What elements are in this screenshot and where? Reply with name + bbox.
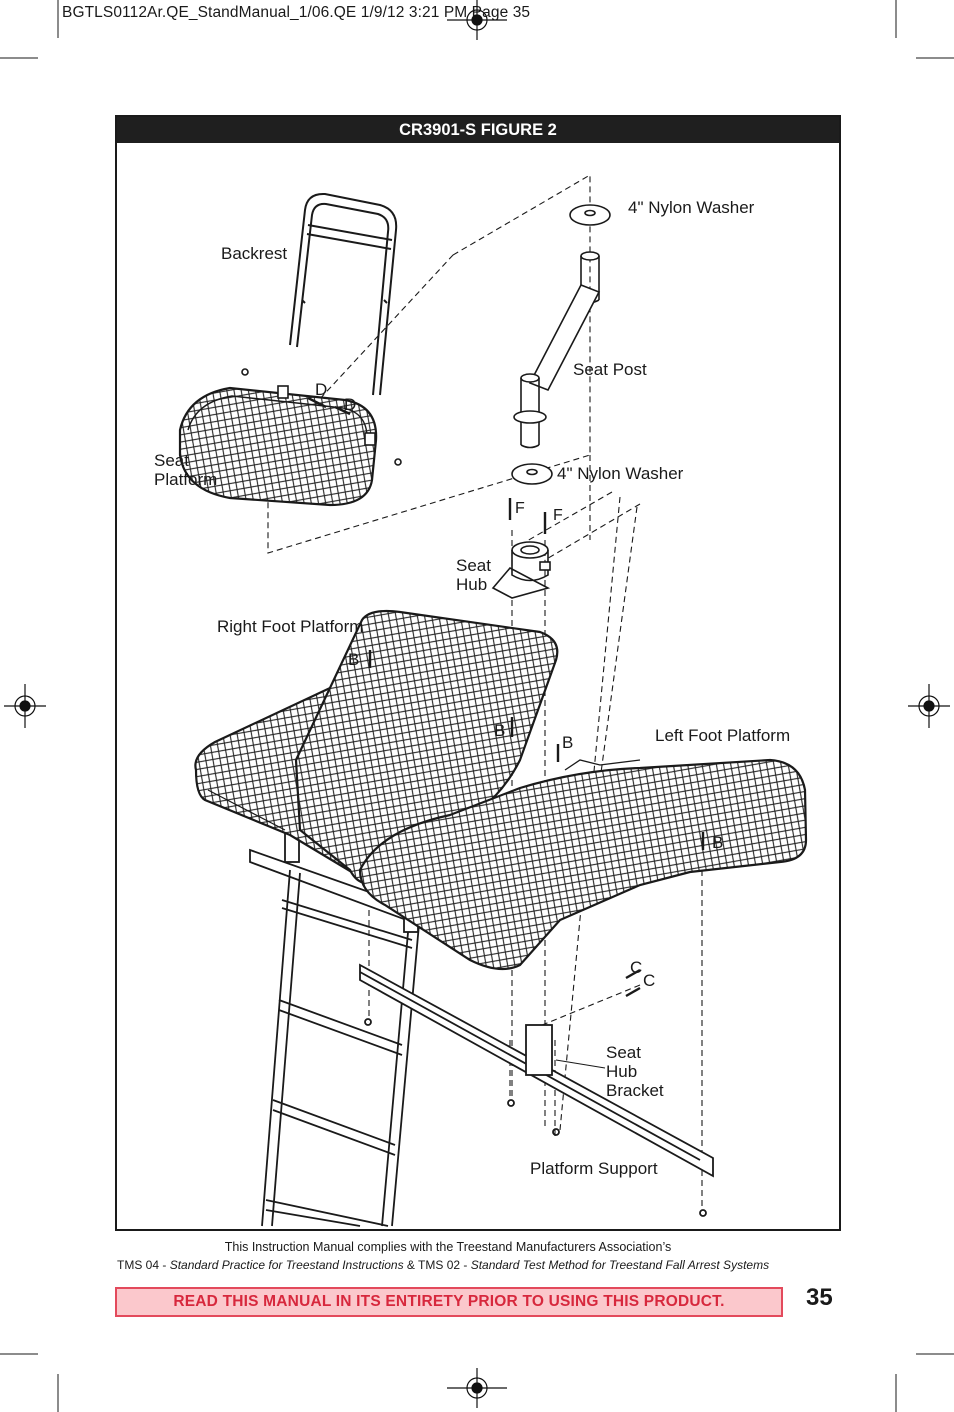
label-d2: D [344, 395, 357, 414]
label-c2: C [643, 971, 656, 990]
label-seat-hub-2: Hub [456, 575, 488, 594]
ladder [249, 831, 421, 1227]
label-seat-hub-bracket-1: Seat [606, 1043, 641, 1062]
figure-frame [115, 115, 841, 1231]
registration-mark-top [447, 0, 507, 40]
label-f1: F [515, 500, 525, 517]
label-backrest: Backrest [221, 244, 288, 263]
label-seat-hub-bracket-2: Hub [606, 1062, 638, 1081]
label-b4: B [712, 833, 724, 852]
label-right-foot-platform: Right Foot Platform [217, 617, 364, 636]
label-c1: C [630, 958, 643, 977]
label-b1: B [348, 650, 360, 669]
label-f2: F [553, 507, 563, 524]
nylon-washer-top [569, 204, 611, 226]
figure-title: CR3901-S FIGURE 2 [117, 117, 839, 143]
registration-mark-bottom [447, 1368, 507, 1408]
label-nylon-washer-top: 4" Nylon Washer [628, 198, 755, 217]
leader-line [555, 1059, 606, 1069]
page-number: 35 [806, 1284, 833, 1311]
right-foot-platform [194, 609, 559, 885]
bolt-c1 [625, 968, 641, 980]
registration-mark-right [908, 684, 950, 728]
label-seat-hub-1: Seat [456, 556, 491, 575]
label-left-foot-platform: Left Foot Platform [655, 726, 791, 745]
label-seat-platform-2: Platform [154, 470, 218, 489]
platform-support [359, 963, 714, 1217]
registration-mark-left [4, 684, 46, 728]
bolt-c2 [625, 986, 641, 998]
left-foot-platform [358, 758, 808, 971]
nylon-washer-bottom [511, 463, 553, 485]
label-b2: B [494, 721, 506, 740]
warning-banner: READ THIS MANUAL IN ITS ENTIRETY PRIOR T… [115, 1287, 783, 1317]
seat-post [513, 251, 601, 449]
print-slug: BGTLS0112Ar.QE_StandManual_1/06.QE 1/9/1… [62, 4, 531, 21]
seat-platform [178, 368, 402, 507]
compliance-note-line1: This Instruction Manual complies with th… [224, 1240, 672, 1254]
compliance-note-line2: TMS 04 - Standard Practice for Treestand… [117, 1258, 770, 1272]
label-b3: B [562, 733, 574, 752]
label-seat-post: Seat Post [573, 360, 647, 379]
label-nylon-washer-bottom: 4" Nylon Washer [557, 464, 684, 483]
label-seat-hub-bracket-3: Bracket [606, 1081, 664, 1100]
label-platform-support: Platform Support [530, 1159, 658, 1178]
label-d1: D [315, 380, 328, 399]
label-seat-platform-1: Seat [154, 451, 189, 470]
backrest [289, 192, 398, 396]
seat-hub [491, 541, 551, 599]
